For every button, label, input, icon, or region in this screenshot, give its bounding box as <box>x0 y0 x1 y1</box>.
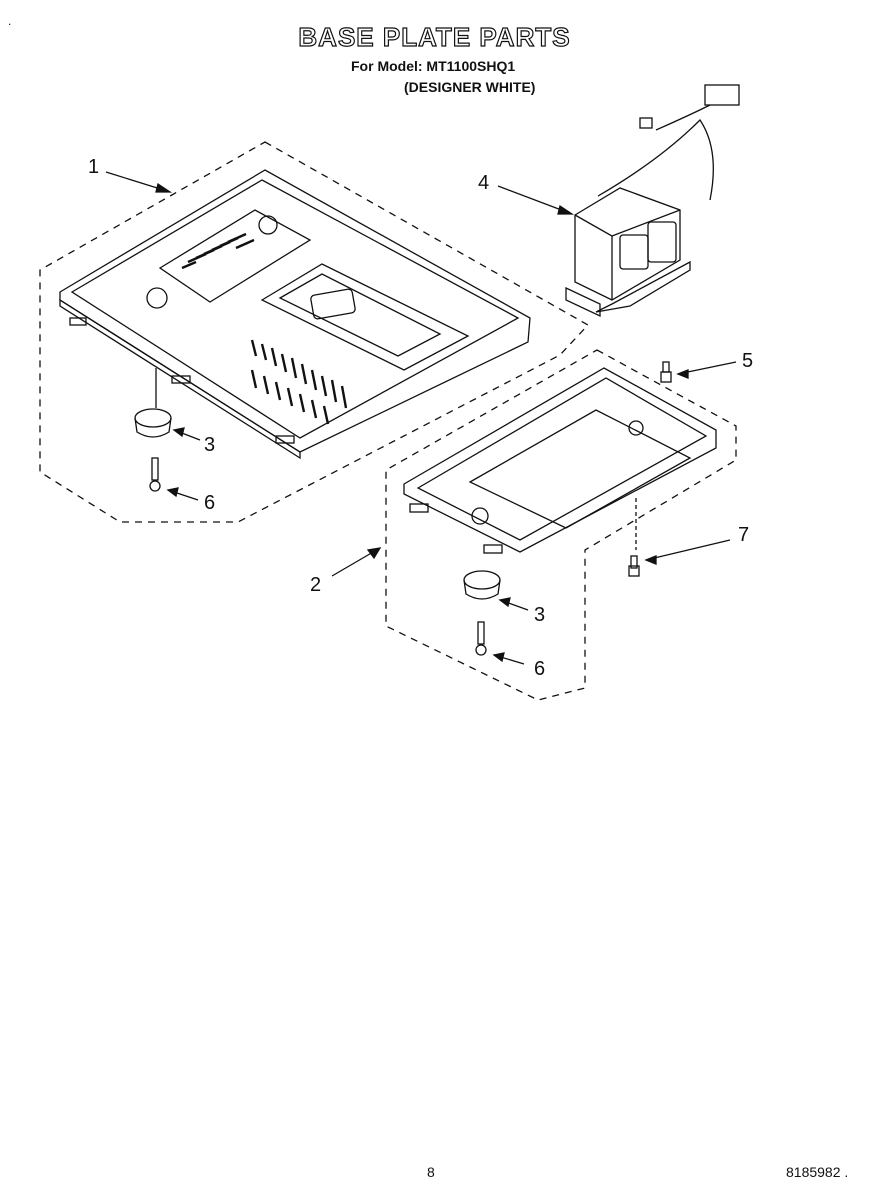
screw-6b <box>475 621 487 656</box>
callout-6a: 6 <box>204 492 216 514</box>
transformer-4 <box>565 84 740 318</box>
leader-lines-1 <box>105 171 201 501</box>
variant-line: (DESIGNER WHITE) <box>404 79 536 95</box>
foot-3b <box>463 570 501 600</box>
base-plate-1 <box>59 169 531 460</box>
callout-1: 1 <box>88 156 100 178</box>
callout-3a: 3 <box>204 434 216 456</box>
screw-7 <box>628 555 640 577</box>
page-number: 8 <box>427 1164 435 1180</box>
callout-2: 2 <box>310 574 322 596</box>
callout-3b: 3 <box>534 604 546 626</box>
screw-6a <box>149 457 161 492</box>
page-title: BASE PLATE PARTS <box>298 21 571 52</box>
corner-mark: . <box>8 14 12 28</box>
callout-4: 4 <box>478 172 490 194</box>
model-line: For Model: MT1100SHQ1 <box>351 58 516 74</box>
foot-3a <box>134 408 172 438</box>
callout-5: 5 <box>742 350 754 372</box>
document-number: 8185982 . <box>786 1164 849 1180</box>
part1-dashed-boundary <box>39 141 590 523</box>
callout-7: 7 <box>738 524 750 546</box>
callout-6b: 6 <box>534 658 546 680</box>
base-plate-2 <box>403 367 717 554</box>
screw-5 <box>660 361 672 383</box>
part2-dashed-boundary <box>385 349 737 701</box>
